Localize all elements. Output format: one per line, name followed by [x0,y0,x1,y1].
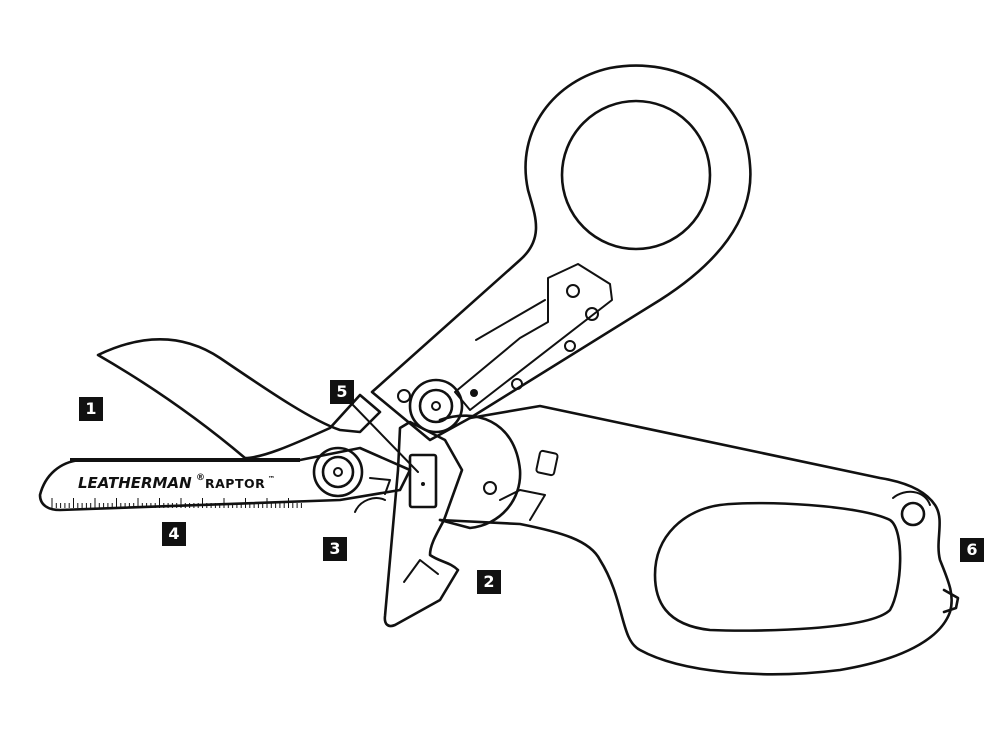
upper-blade [96,338,382,460]
model-name: RAPTOR [205,476,265,491]
callout-6-glass-breaker: 6 [960,538,984,562]
upper-finger-loop [560,99,712,251]
ring-cutter-slot [408,453,438,509]
strap-cutter [383,420,464,628]
callout-2-strap-cutter: 2 [477,570,501,594]
pivot-screw-lower [312,446,364,498]
ruler-scale [51,498,302,508]
callout-4-ruler-blade: 4 [162,522,186,546]
callout-3-pivot: 3 [323,537,347,561]
brand-name: LEATHERMAN [78,474,192,492]
pivot-housing [438,414,546,530]
lower-blade: LEATHERMAN ® RAPTOR ™ [38,446,412,512]
lanyard-hole [900,501,926,527]
callout-1-upper-blade: 1 [79,397,103,421]
callout-5-leader [351,403,419,473]
lower-finger-loop [653,501,902,632]
trademark-mark: ™ [268,475,276,483]
upper-handle [370,64,752,442]
registered-mark: ® [196,473,205,483]
callout-5-ring-cutter: 5 [330,380,354,404]
lower-handle [438,404,960,676]
pivot-screw-upper [408,378,464,434]
